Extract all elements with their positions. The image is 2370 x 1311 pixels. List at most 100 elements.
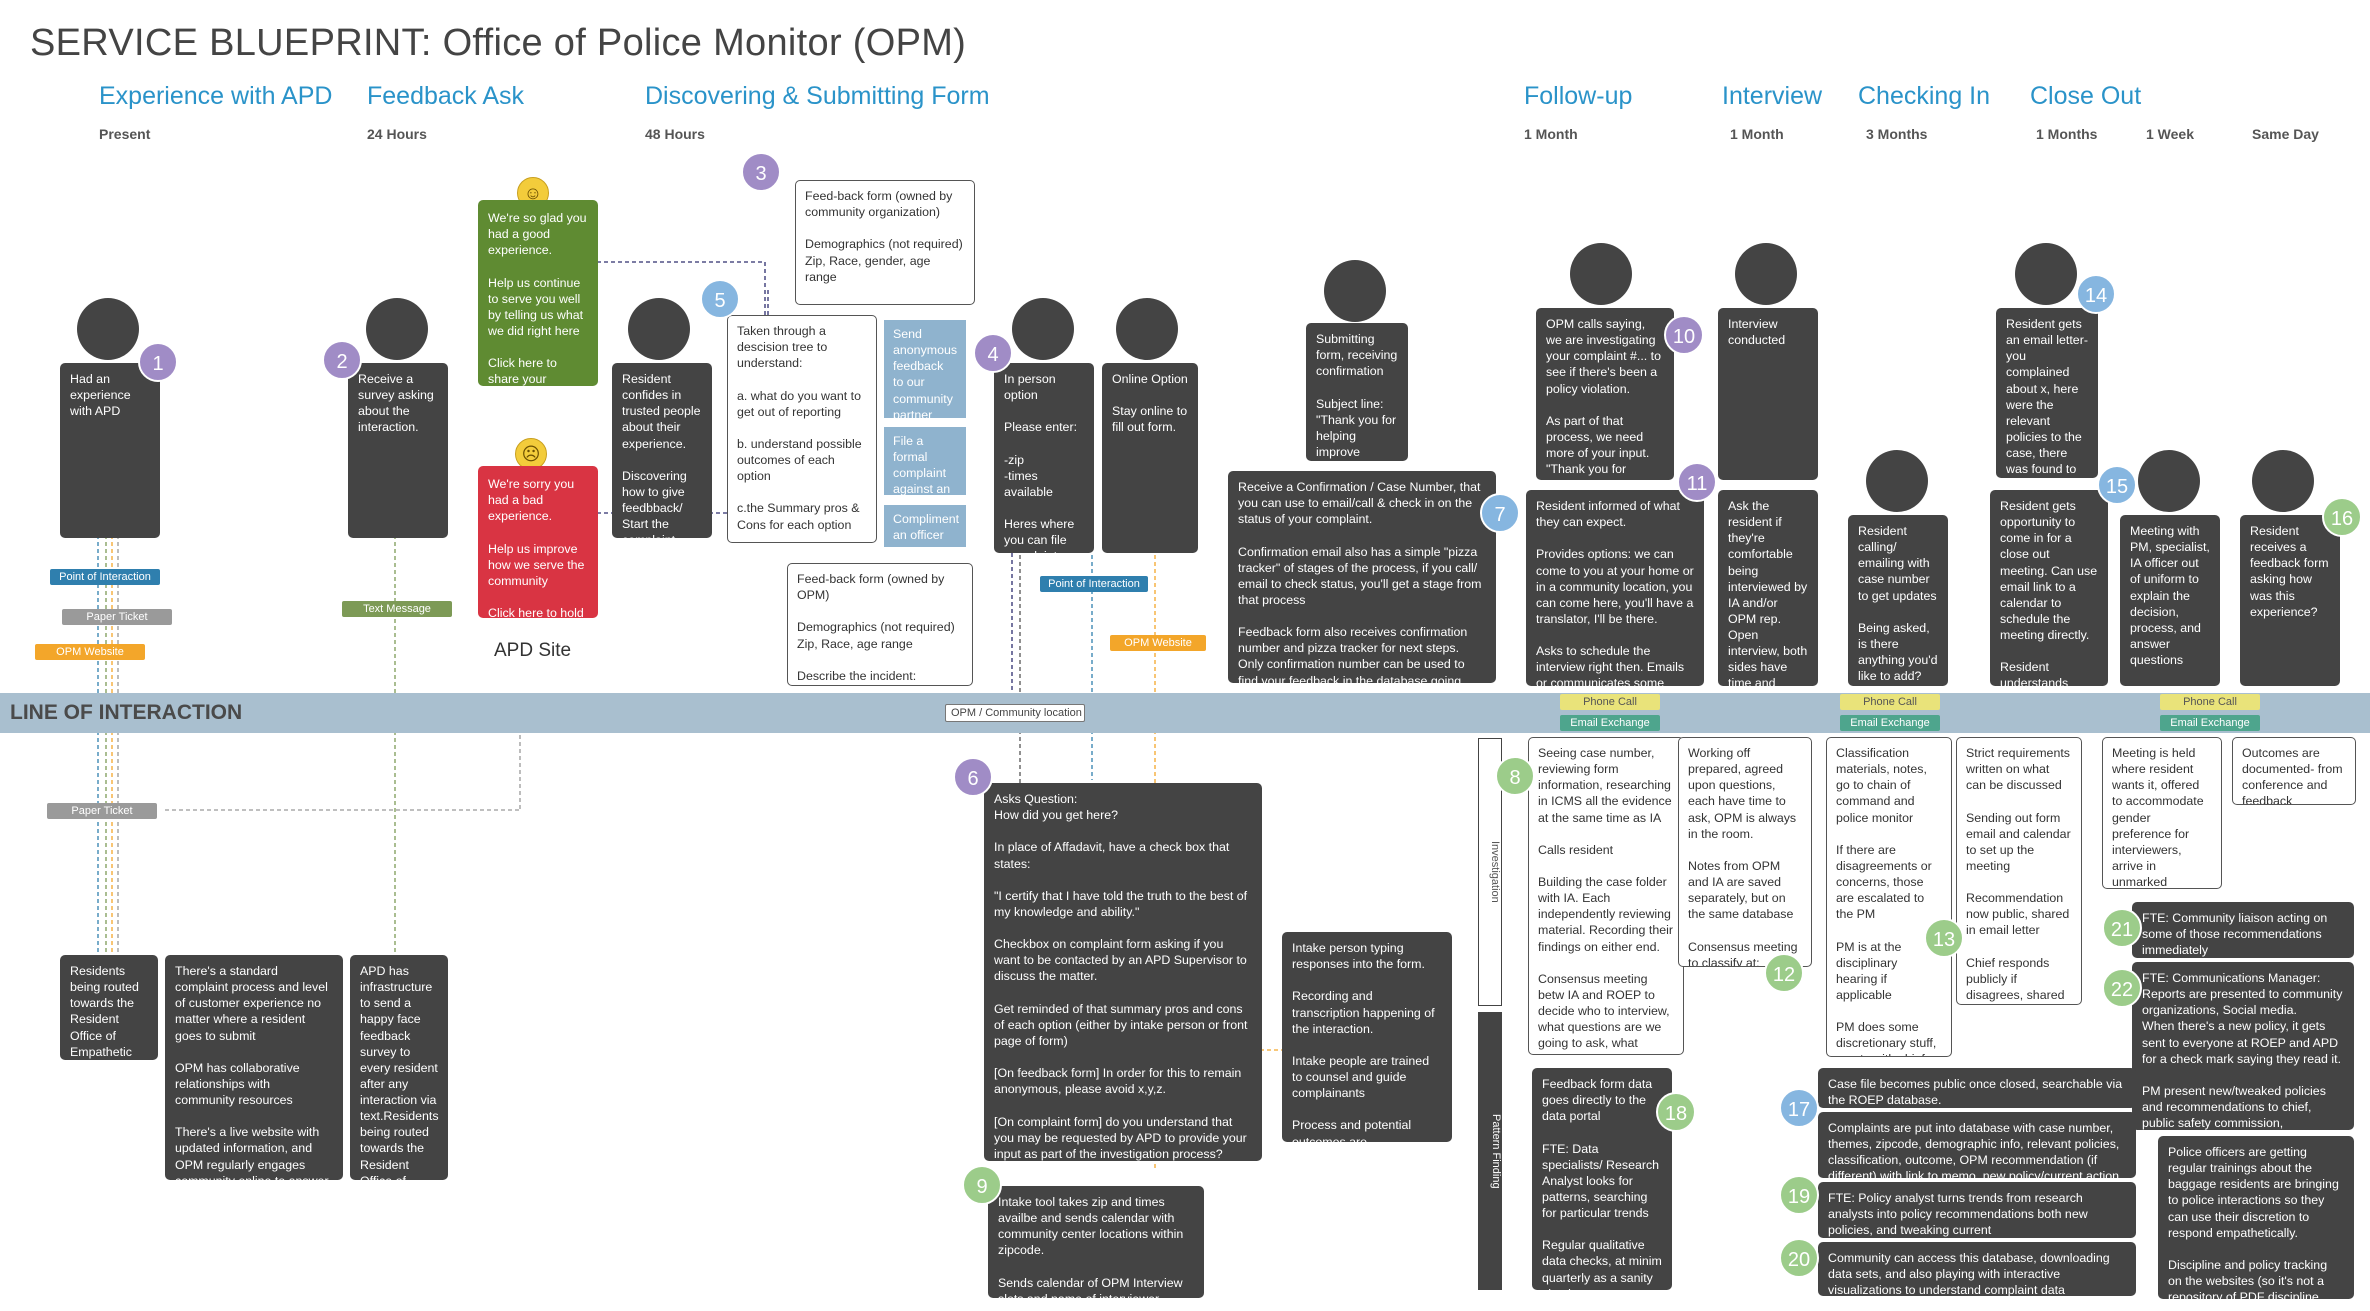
step-number-badge: 12 [1764,953,1804,993]
step-number-badge: 14 [2076,274,2116,314]
step-number-badge: 20 [1779,1238,1819,1278]
option-file-formal[interactable]: File a formal complaint against an offic… [884,427,966,513]
tag-email-exchange: Email Exchange [1560,715,1660,731]
sad-survey-card[interactable]: We're sorry you had a bad experience. He… [478,466,598,636]
community-feedback-form: Feed-back form (owned by community organ… [795,180,975,305]
step-number-badge: 11 [1677,462,1717,502]
backstage-residents-routed: Residents being routed towards the Resid… [60,955,158,1060]
persona-icon [2252,450,2314,512]
backstage-standard-process: There's a standard complaint process and… [165,955,343,1180]
backstage-officer-training: Police officers are getting regular trai… [2158,1136,2354,1299]
persona-icon [1570,243,1632,305]
step-opm-calls: OPM calls saying, we are investigating y… [1536,308,1674,480]
phase-interview: Interview [1722,82,1823,110]
step-confirmation: Receive a Confirmation / Case Number, th… [1228,471,1496,683]
option-compliment[interactable]: Compliment an officer [884,505,966,547]
step-number-badge: 2 [322,340,362,380]
option-send-anonymous[interactable]: Send anonymous feedback to our community… [884,320,966,422]
step-asks-question: Asks Question: How did you get here? In … [984,783,1262,1161]
opm-feedback-form: Feed-back form (owned by OPM) Demographi… [787,563,973,686]
step-resident-informed: Resident informed of what they can expec… [1526,490,1704,686]
step-number-badge: 10 [1664,315,1704,355]
tag-point-of-interaction: Point of Interaction [1040,576,1148,592]
persona-icon [2015,243,2077,305]
persona-icon [1866,450,1928,512]
step-number-badge: 8 [1495,756,1535,796]
tag-phone-call: Phone Call [1560,694,1660,710]
persona-icon [1116,298,1178,360]
step-online-option[interactable]: Online Option Stay online to fill out fo… [1102,363,1198,553]
investigation-strict-requirements: Strict requirements written on what can … [1956,737,2082,1005]
tag-paper-ticket: Paper Ticket [47,803,157,819]
step-number-badge: 13 [1924,918,1964,958]
step-number-badge: 19 [1779,1175,1819,1215]
phase-discovering: Discovering & Submitting Form [645,82,990,110]
persona-icon [1012,298,1074,360]
step-ask-resident: Ask the resident if they're comfortable … [1718,490,1818,686]
phase-duration: 1 Month [1730,126,1784,142]
step-number-badge: 22 [2102,968,2142,1008]
step-number-badge: 18 [1656,1092,1696,1132]
tag-text-message: Text Message [342,601,452,617]
persona-icon [628,298,690,360]
investigation-seeing-case: Seeing case number, reviewing form infor… [1528,737,1684,1055]
phase-follow-up: Follow-up [1524,82,1633,110]
persona-icon [1324,260,1386,322]
investigation-working-off: Working off prepared, agreed upon questi… [1678,737,1812,967]
investigation-outcomes: Outcomes are documented- from conference… [2232,737,2356,805]
pattern-complaints-database: Complaints are put into database with ca… [1818,1112,2136,1178]
step-number-badge: 16 [2322,497,2362,537]
step-submitting-form: Submitting form, receiving confirmation … [1306,323,1408,461]
phase-checking-in: Checking In [1858,82,1991,110]
lane-investigation: Investigation [1478,738,1502,1006]
step-intake-tool: Intake tool takes zip and times availbe … [988,1186,1204,1298]
persona-icon [366,298,428,360]
happy-survey-card[interactable]: We're so glad you had a good experience.… [478,200,598,402]
tag-opm-community-location: OPM / Community location [945,704,1085,722]
pattern-feedback-data: Feedback form data goes directly to the … [1532,1068,1672,1290]
step-feedback-form: Resident receives a feedback form asking… [2240,515,2340,686]
tag-email-exchange: Email Exchange [2160,715,2260,731]
apd-site-label: APD Site [494,640,572,661]
investigation-meeting-held: Meeting is held where resident wants it,… [2102,737,2222,889]
step-in-person-option[interactable]: In person option Please enter: -zip -tim… [994,363,1094,553]
phase-experience: Experience with APD [99,82,333,110]
pattern-case-public: Case file becomes public once closed, se… [1818,1068,2136,1108]
persona-icon [77,298,139,360]
step-number-badge: 5 [700,279,740,319]
persona-icon [2138,450,2200,512]
phase-duration: 24 Hours [367,126,427,142]
backstage-apd-infrastructure: APD has infrastructure to send a happy f… [350,955,448,1180]
step-meeting-with: Meeting with PM, specialist, IA officer … [2120,515,2220,686]
step-number-badge: 17 [1779,1088,1819,1128]
phase-close-out: Close Out [2030,82,2142,110]
lane-pattern-finding: Pattern Finding [1478,1012,1502,1290]
phase-duration: 1 Week [2146,126,2194,142]
tag-email-exchange: Email Exchange [1840,715,1940,731]
decision-tree: Taken through a descision tree to unders… [727,315,877,543]
step-receive-survey: Receive a survey asking about the intera… [348,363,448,538]
fte-community-liaison: FTE: Community liaison acting on some of… [2132,902,2354,958]
step-email-letter: Resident gets an email letter- you compl… [1996,308,2098,478]
step-number-badge: 7 [1480,493,1520,533]
phase-duration: Same Day [2252,126,2319,142]
step-number-badge: 6 [953,757,993,797]
tag-opm-website: OPM Website [35,644,145,660]
step-interview-conducted: Interview conducted [1718,308,1818,480]
phase-feedback-ask: Feedback Ask [367,82,525,110]
page-title: SERVICE BLUEPRINT: Office of Police Moni… [30,22,967,64]
persona-icon [1735,243,1797,305]
tag-paper-ticket: Paper Ticket [62,609,172,625]
step-number-badge: 4 [973,333,1013,373]
step-had-experience: Had an experience with APD [60,363,160,538]
step-number-badge: 21 [2102,908,2142,948]
pattern-community-access: Community can access this database, down… [1818,1242,2136,1296]
phase-duration: 1 Months [2036,126,2098,142]
phase-duration: 1 Month [1524,126,1578,142]
step-close-out-meeting: Resident gets opportunity to come in for… [1990,490,2108,686]
step-number-badge: 15 [2097,465,2137,505]
tag-opm-website: OPM Website [1110,635,1206,651]
step-resident-calling: Resident calling/ emailing with case num… [1848,515,1948,686]
phase-duration: 48 Hours [645,126,705,142]
fte-communications-manager: FTE: Communications Manager: Reports are… [2132,962,2354,1130]
